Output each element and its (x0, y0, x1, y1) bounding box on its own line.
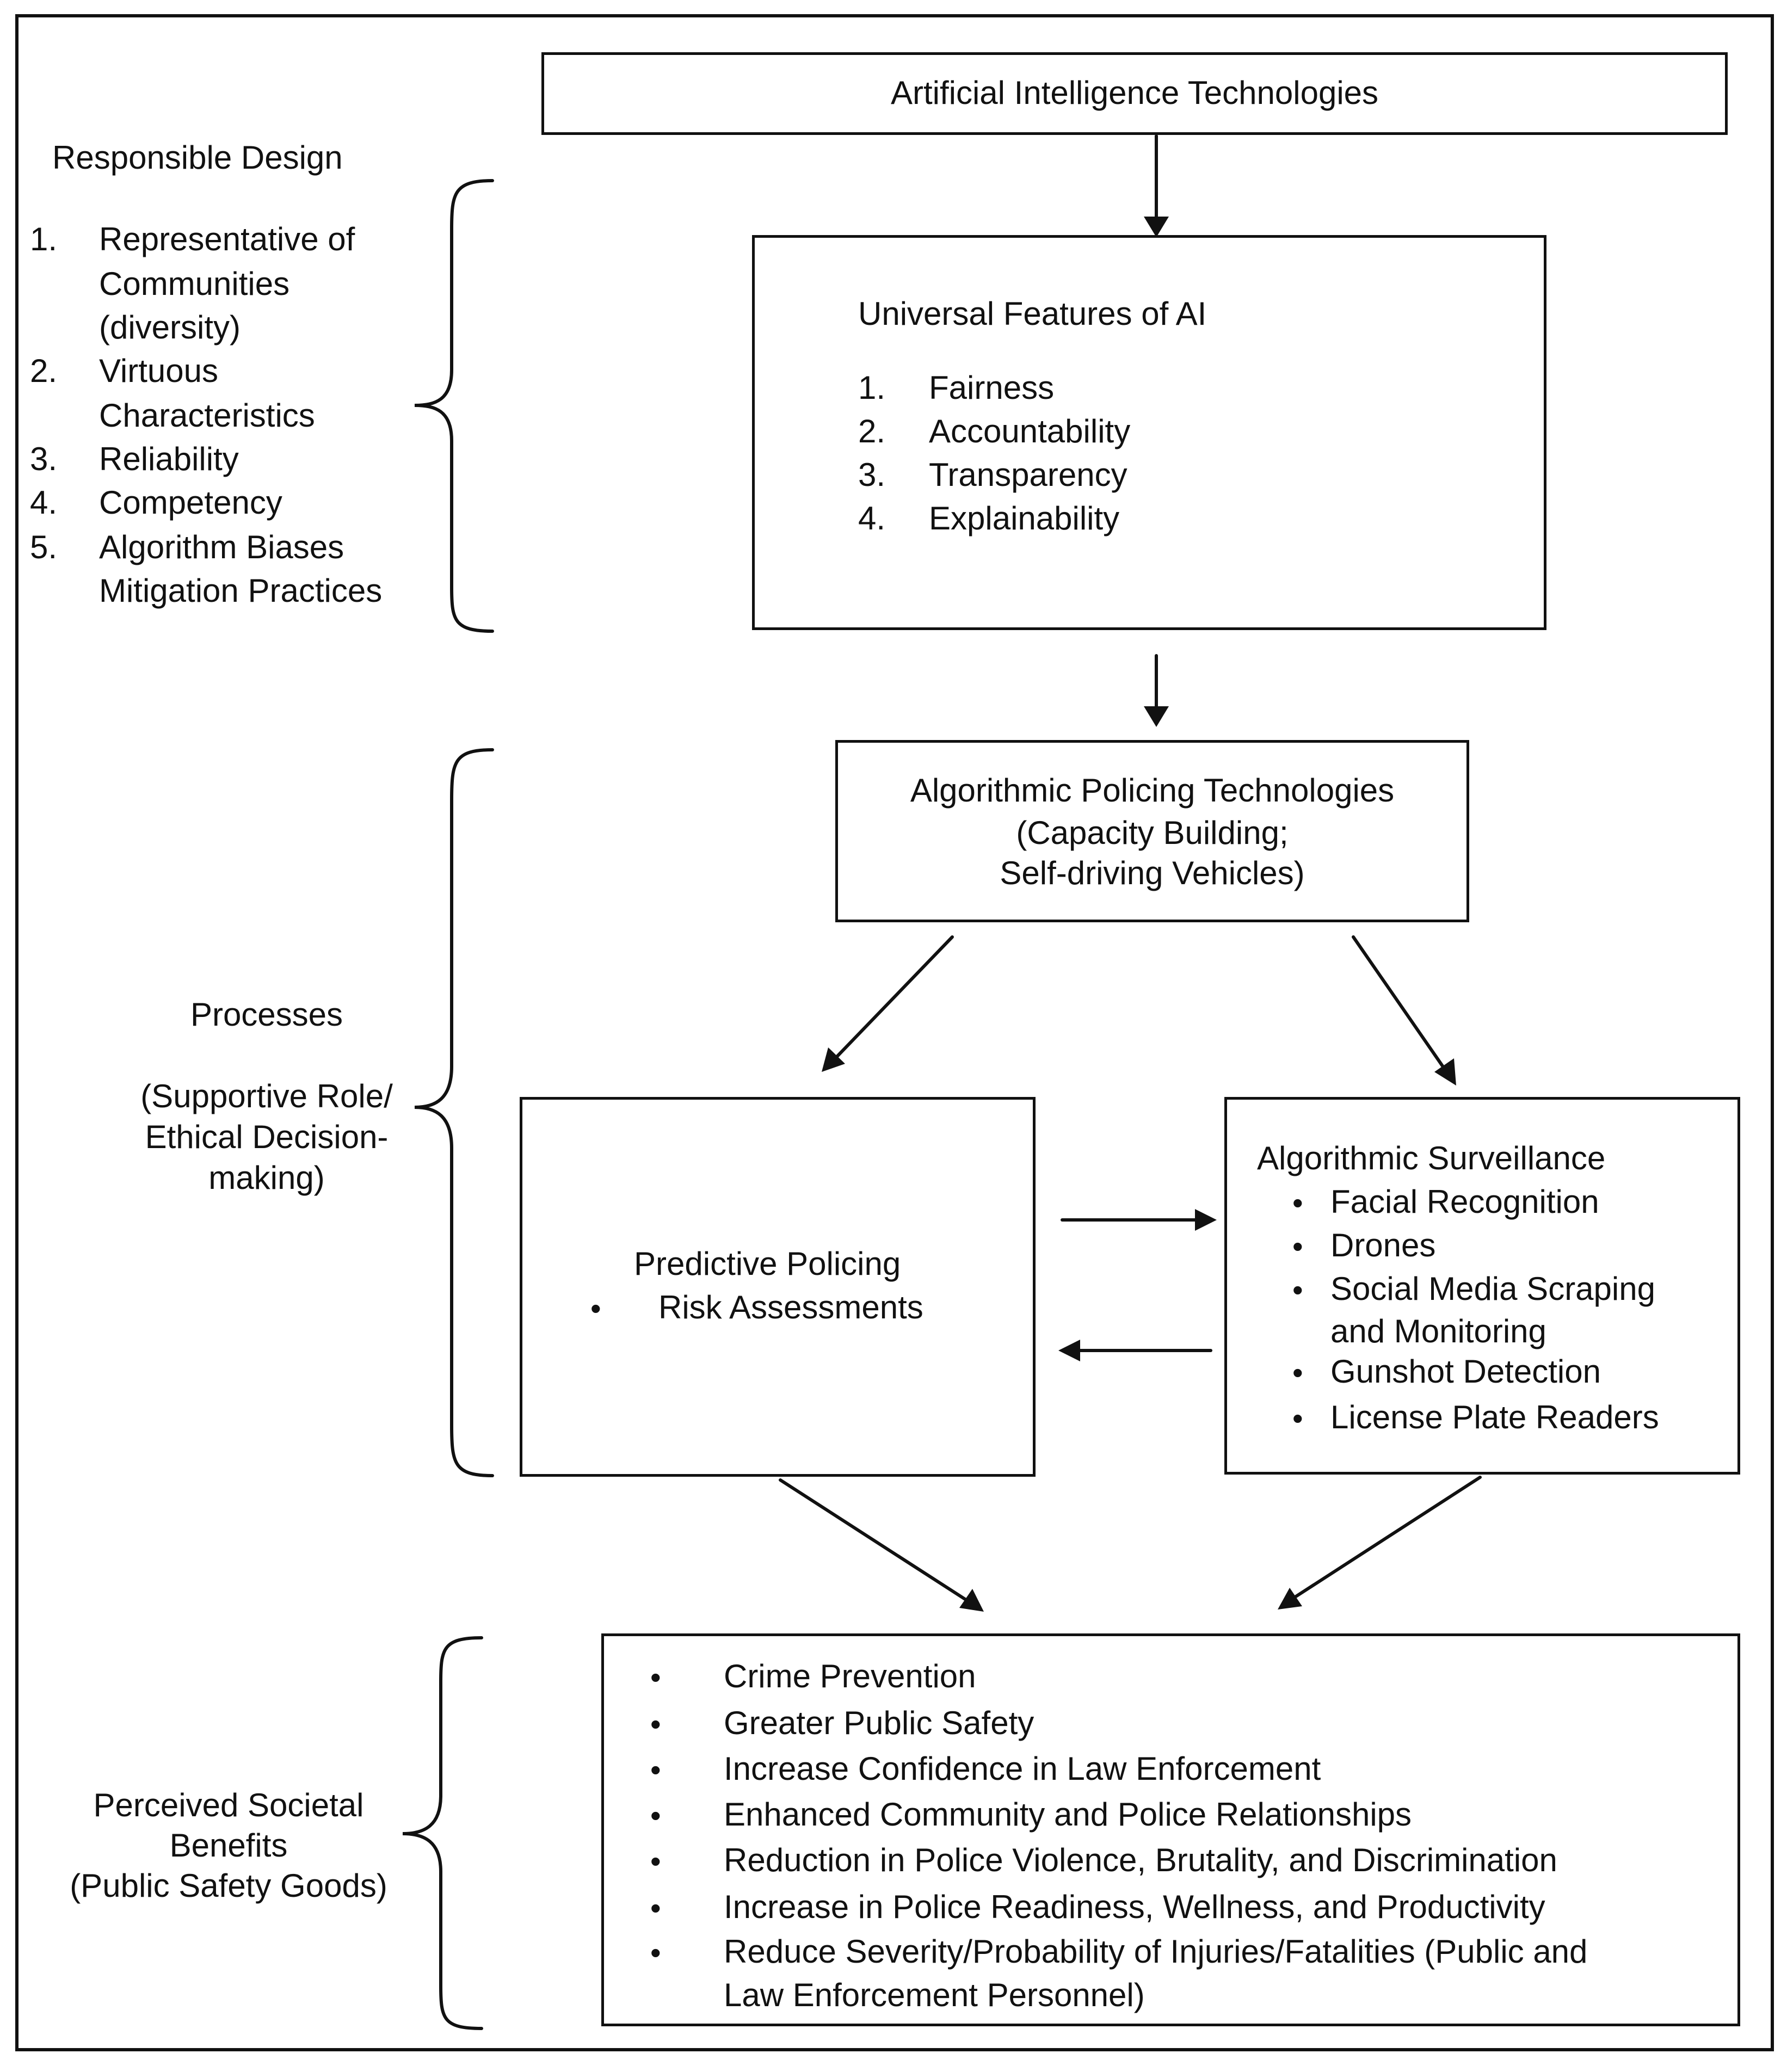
surveillance-item-license-plate-readers: License Plate Readers (1330, 1399, 1659, 1435)
predictive-policing-box: Predictive Policing • Risk Assessments (520, 1097, 1036, 1477)
responsible-item-2-line-2: Characteristics (99, 397, 315, 434)
universal-item-explainability: Explainability (929, 500, 1120, 536)
arrowhead-to-surveillance (1195, 1209, 1217, 1231)
benefit-item: Increase in Police Readiness, Wellness, … (724, 1889, 1545, 1925)
responsible-item-5-line-2: Mitigation Practices (99, 572, 383, 609)
arrow-surveillance-to-benefits (1293, 1476, 1482, 1599)
benefit-item: Crime Prevention (724, 1658, 976, 1694)
predictive-policing-title: Predictive Policing (634, 1245, 901, 1282)
surveillance-bullet: • (1292, 1273, 1303, 1307)
universal-item-transparency: Transparency (929, 457, 1127, 493)
benefit-bullet: • (650, 1935, 661, 1970)
responsible-item-number: 4. (30, 484, 58, 521)
surveillance-item-social-media-line-1: Social Media Scraping (1330, 1271, 1655, 1307)
benefits-label-line-3: (Public Safety Goods) (70, 1867, 387, 1904)
arrowhead-benefits-left (959, 1589, 984, 1612)
universal-item-accountability: Accountability (929, 413, 1131, 449)
benefit-bullet: • (650, 1798, 661, 1833)
benefit-item: Enhanced Community and Police Relationsh… (724, 1796, 1412, 1833)
algorithmic-policing-line-2: (Capacity Building; (1016, 815, 1289, 851)
processes-subtitle-line-1: (Supportive Role/ (140, 1078, 393, 1114)
algorithmic-surveillance-box: Algorithmic Surveillance • Facial Recogn… (1224, 1097, 1740, 1475)
benefit-item: Reduction in Police Violence, Brutality,… (724, 1842, 1557, 1878)
benefits-box: • Crime Prevention • Greater Public Safe… (601, 1633, 1740, 2026)
surveillance-item-social-media-line-2: and Monitoring (1330, 1313, 1546, 1349)
surveillance-item-drones: Drones (1330, 1227, 1436, 1263)
arrowhead-universal (1144, 217, 1169, 237)
surveillance-bullet: • (1292, 1401, 1303, 1435)
predictive-item-risk-assessments: Risk Assessments (658, 1289, 923, 1325)
universal-features-title: Universal Features of AI (858, 295, 1207, 332)
responsible-item-1-line-3: (diversity) (99, 309, 241, 346)
universal-item-number: 2. (858, 413, 886, 449)
benefit-bullet: • (650, 1707, 661, 1741)
outer-frame (15, 14, 1774, 2051)
responsible-item-number: 2. (30, 353, 58, 389)
arrowhead-policing (1144, 706, 1169, 727)
benefit-bullet: • (650, 1891, 661, 1925)
responsible-item-4-line-1: Competency (99, 484, 282, 521)
surveillance-bullet: • (1292, 1186, 1303, 1220)
benefit-item: Reduce Severity/Probability of Injuries/… (724, 1933, 1588, 1970)
predictive-bullet: • (590, 1291, 601, 1325)
responsible-item-3-line-1: Reliability (99, 441, 239, 477)
benefit-bullet: • (650, 1660, 661, 1694)
arrow-policing-to-predictive (834, 935, 954, 1060)
responsible-item-1-line-1: Representative of (99, 221, 355, 257)
surveillance-title: Algorithmic Surveillance (1257, 1140, 1606, 1176)
benefit-item: Greater Public Safety (724, 1705, 1034, 1741)
benefits-brace (402, 1636, 483, 2030)
responsible-item-2-line-1: Virtuous (99, 353, 219, 389)
benefit-bullet: • (650, 1753, 661, 1787)
universal-item-number: 3. (858, 457, 886, 493)
surveillance-item-facial-recognition: Facial Recognition (1330, 1183, 1599, 1220)
arrowhead-predictive (822, 1047, 845, 1072)
responsible-item-1-line-2: Communities (99, 266, 290, 302)
responsible-item-5-line-1: Algorithm Biases (99, 529, 344, 565)
universal-item-number: 4. (858, 500, 886, 536)
algorithmic-policing-line-1: Algorithmic Policing Technologies (910, 772, 1395, 809)
processes-subtitle-line-3: making) (208, 1160, 325, 1196)
benefit-item-continuation: Law Enforcement Personnel) (724, 1977, 1145, 2013)
ai-technologies-label: Artificial Intelligence Technologies (890, 75, 1379, 111)
surveillance-bullet: • (1292, 1355, 1303, 1390)
responsible-item-number: 5. (30, 529, 58, 565)
processes-title: Processes (190, 996, 343, 1033)
benefit-item: Increase Confidence in Law Enforcement (724, 1750, 1321, 1787)
processes-subtitle-line-2: Ethical Decision- (145, 1119, 389, 1155)
universal-features-box: Universal Features of AI 1. Fairness 2. … (752, 235, 1546, 630)
responsible-item-number: 1. (30, 221, 58, 257)
arrowhead-surveillance (1434, 1058, 1456, 1086)
algorithmic-policing-line-3: Self-driving Vehicles) (1000, 855, 1305, 891)
responsible-item-number: 3. (30, 441, 58, 477)
arrow-predictive-to-benefits (779, 1478, 968, 1601)
arrow-policing-to-surveillance (1352, 935, 1446, 1071)
benefits-label-line-1: Perceived Societal (93, 1787, 364, 1823)
ai-technologies-box: Artificial Intelligence Technologies (541, 52, 1728, 135)
arrowhead-benefits-right (1278, 1588, 1302, 1609)
surveillance-bullet: • (1292, 1229, 1303, 1263)
arrowhead-to-predictive (1058, 1340, 1080, 1361)
algorithmic-policing-box: Algorithmic Policing Technologies (Capac… (835, 740, 1469, 922)
universal-item-number: 1. (858, 369, 886, 406)
benefits-label-line-2: Benefits (169, 1827, 288, 1864)
processes-brace (414, 748, 494, 1477)
benefit-bullet: • (650, 1844, 661, 1878)
responsible-design-title: Responsible Design (52, 139, 343, 176)
surveillance-item-gunshot-detection: Gunshot Detection (1330, 1353, 1601, 1390)
responsible-design-brace (414, 179, 494, 633)
universal-item-fairness: Fairness (929, 369, 1055, 406)
